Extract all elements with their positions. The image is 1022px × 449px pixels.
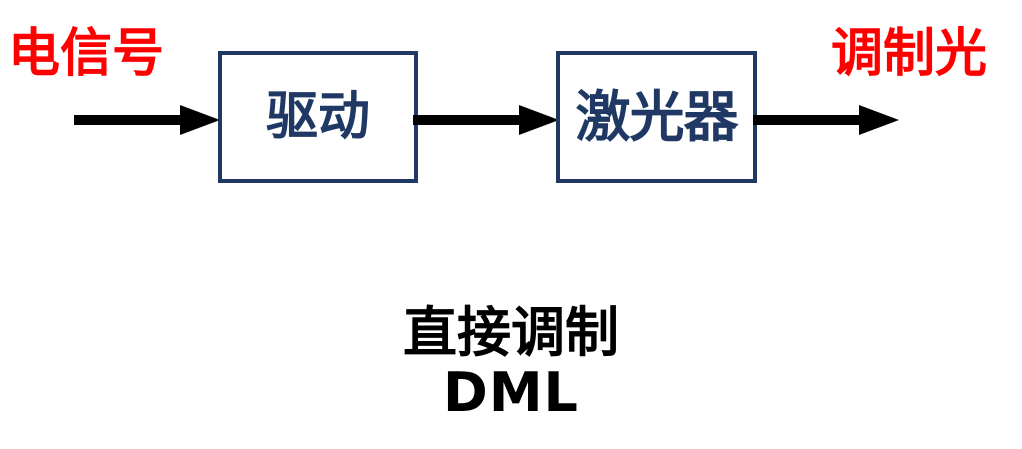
block-laser[interactable]: 激光器	[556, 51, 757, 183]
caption-line-chinese: 直接调制	[403, 301, 619, 364]
output-signal-label: 调制光	[831, 24, 988, 84]
arrow-driver-to-laser-icon	[413, 103, 559, 137]
block-driver-label: 驱动	[265, 87, 370, 147]
block-laser-label: 激光器	[575, 84, 738, 149]
arrow-laser-to-output-icon	[753, 103, 899, 137]
caption-line-acronym: DML	[443, 361, 579, 425]
arrow-input-to-driver-icon	[74, 103, 220, 137]
diagram-caption: 直接调制 DML	[0, 301, 1022, 425]
block-driver[interactable]: 驱动	[218, 51, 418, 183]
input-signal-label: 电信号	[8, 24, 165, 84]
